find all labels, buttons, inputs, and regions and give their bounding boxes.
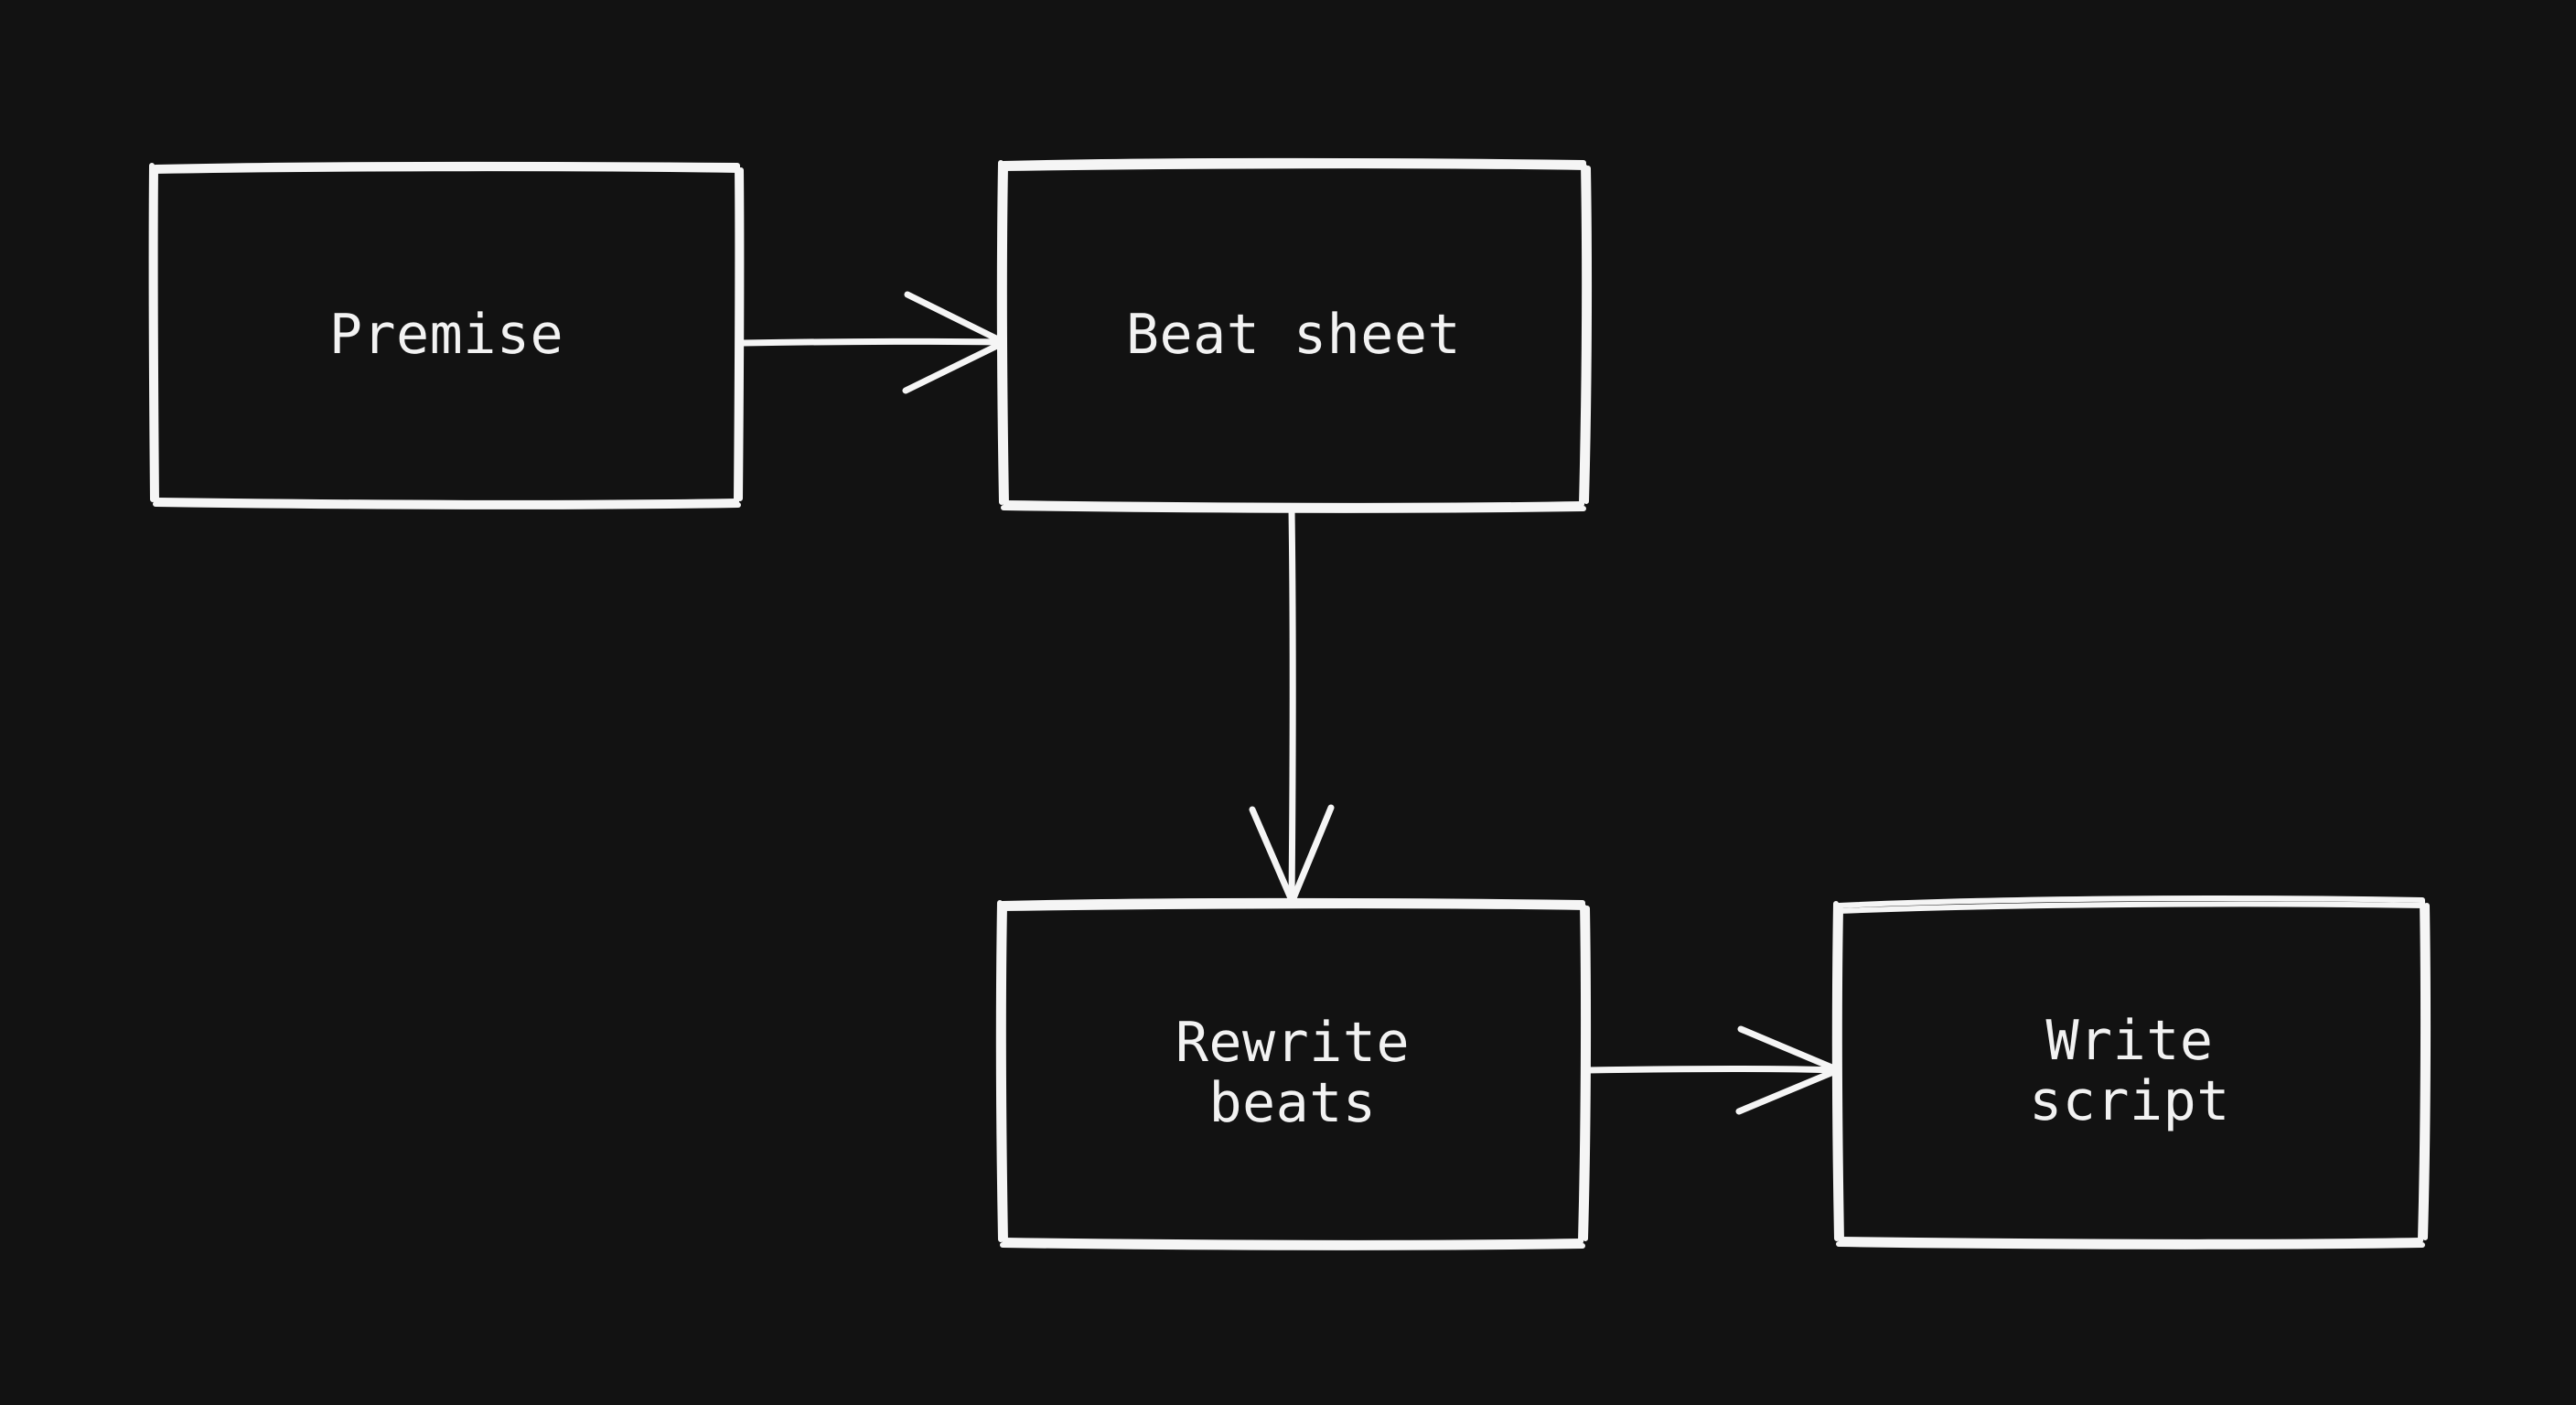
edge-rewrite-beats-to-write-script[interactable] bbox=[1584, 1025, 1838, 1115]
node-premise-shape[interactable] bbox=[148, 161, 745, 509]
edge-beat-sheet-to-rewrite-beats[interactable] bbox=[1249, 506, 1335, 904]
node-rewrite-beats-shape[interactable] bbox=[995, 897, 1592, 1250]
edge-premise-to-beat-sheet[interactable] bbox=[739, 291, 1004, 394]
node-write-script-shape[interactable] bbox=[1831, 896, 2431, 1249]
node-beat-sheet-shape[interactable] bbox=[996, 157, 1593, 513]
